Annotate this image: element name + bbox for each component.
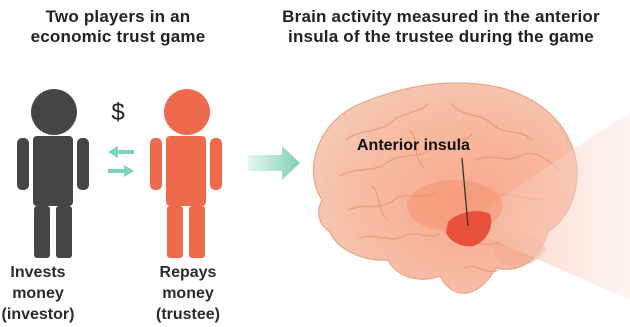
callout-label: Anterior insula: [357, 137, 470, 155]
flow-arrow-icon: [248, 146, 300, 180]
investor-caption: Invests money (investor): [0, 262, 76, 325]
trustee-caption: Repays money (trustee): [140, 262, 236, 325]
trustee-caption-line-2: money: [140, 283, 236, 304]
dollar-symbol: $: [111, 99, 124, 126]
trustee-caption-line-1: Repays: [140, 262, 236, 283]
investor-caption-line-2: money: [0, 283, 76, 304]
person-trustee-icon: [150, 89, 222, 258]
trustee-caption-line-3: (trustee): [140, 304, 236, 325]
person-investor-icon: [17, 89, 89, 258]
exchange-arrows-icon: [108, 146, 134, 177]
investor-caption-line-3: (investor): [0, 304, 76, 325]
investor-caption-line-1: Invests: [0, 262, 76, 283]
